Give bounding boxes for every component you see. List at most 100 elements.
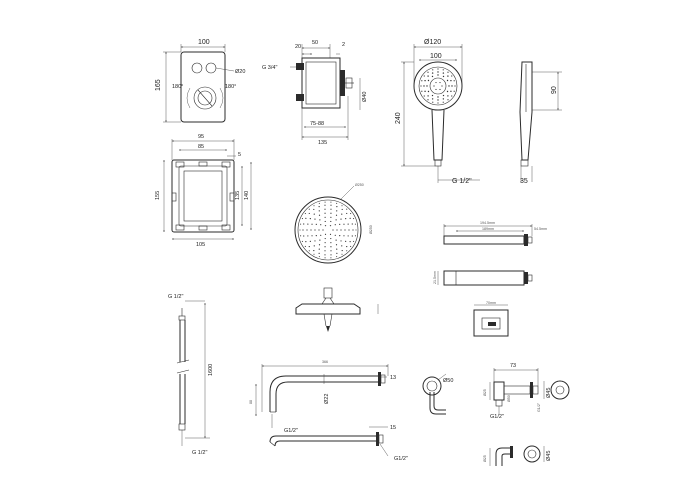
spout-end-label: 54.5mm — [534, 227, 547, 231]
nozzle-dot — [318, 252, 320, 254]
nozzle-dot — [330, 220, 332, 223]
nozzle-dot — [437, 68, 439, 70]
front-105-label: 105 — [196, 242, 205, 248]
nozzle-dot — [341, 253, 343, 255]
nozzle-dot — [336, 252, 338, 254]
nozzle-dot — [324, 250, 326, 252]
nozzle-dot — [453, 90, 455, 92]
mixer-width-label: 100 — [198, 39, 210, 46]
spout-height-label: 21.5mm — [433, 271, 437, 284]
nozzle-dot — [431, 75, 434, 78]
nozzle-dot — [307, 235, 309, 237]
nozzle-dot — [347, 235, 349, 237]
box-2-label: 2 — [342, 42, 345, 48]
box-front-drawing — [163, 139, 252, 240]
nozzle-dot — [304, 212, 306, 215]
arm-thread-b-label: G1/2" — [394, 456, 408, 462]
nozzle-dot — [421, 90, 423, 92]
nozzle-dot — [431, 98, 434, 100]
nozzle-dot — [318, 248, 320, 250]
elbow-thread-side-label: G1/2" — [537, 402, 541, 412]
nozzle-dot — [334, 234, 336, 236]
nozzle-dot — [311, 235, 313, 237]
nozzle-dot — [324, 246, 326, 248]
arm-13-label: 13 — [390, 375, 396, 381]
nozzle-dot — [353, 240, 355, 242]
nozzle-dot — [346, 250, 348, 252]
box-20-label: 20 — [295, 44, 301, 50]
nozzle-dot — [341, 213, 343, 215]
angle-left-label: 180° — [172, 84, 183, 90]
wall-flange-drawing — [422, 373, 447, 415]
nozzle-dot — [446, 79, 449, 82]
nozzle-dot — [340, 218, 342, 220]
nozzle-dot — [315, 223, 317, 225]
nozzle-dot — [335, 219, 337, 221]
bath-spout-drawing — [437, 224, 533, 337]
nozzle-dot — [435, 81, 437, 84]
nozzle-dot — [341, 245, 343, 247]
arm-drop-label: 88 — [249, 400, 253, 404]
nozzle-dot — [453, 80, 455, 82]
nozzle-dot — [349, 241, 351, 243]
nozzle-dot — [437, 96, 439, 98]
arm-15-label: 15 — [390, 425, 396, 431]
nozzle-dot — [314, 229, 316, 231]
nozzle-dot — [324, 216, 326, 218]
nozzle-dot — [330, 216, 332, 218]
nozzle-dot — [354, 235, 356, 237]
nozzle-dot — [423, 95, 425, 97]
nozzle-dot — [319, 219, 321, 221]
nozzle-dot — [324, 242, 326, 244]
hose-thread-bottom-label: G 1/2" — [192, 450, 207, 456]
nozzle-dot — [423, 75, 425, 77]
flange-diameter-label: Ø50 — [443, 378, 453, 384]
nozzle-dot — [346, 208, 348, 210]
nozzle-dot — [346, 212, 348, 215]
hose-drawing — [176, 300, 210, 446]
nozzle-dot — [421, 80, 423, 82]
nozzle-dot — [439, 88, 441, 91]
nozzle-dot — [303, 235, 305, 237]
nozzle-dot — [330, 257, 332, 259]
box-50-label: 50 — [312, 40, 318, 46]
nozzle-dot — [335, 239, 337, 241]
nozzle-dot — [318, 256, 320, 258]
nozzle-dot — [308, 208, 310, 210]
nozzle-dot — [450, 90, 452, 93]
nozzle-dot — [330, 204, 332, 206]
hose-length-label: 1600 — [208, 364, 214, 376]
nozzle-dot — [322, 229, 324, 231]
nozzle-dot — [313, 205, 315, 207]
nozzle-dot — [435, 88, 437, 91]
nozzle-dot — [313, 249, 315, 252]
nozzle-dot — [330, 212, 332, 214]
nozzle-dot — [305, 217, 307, 219]
hand-diameter-label: Ø120 — [424, 39, 441, 46]
nozzle-dot — [330, 246, 332, 248]
spout-inner-length-label: 189mm — [482, 227, 494, 231]
box-thread-label: G 3/4" — [262, 65, 277, 71]
nozzle-dot — [431, 94, 434, 97]
nozzle-dot — [451, 75, 453, 77]
nozzle-dot — [427, 90, 430, 93]
nozzle-dot — [450, 79, 452, 82]
hand-width-label: 100 — [430, 53, 442, 60]
nozzle-dot — [313, 253, 315, 255]
nozzle-dot — [302, 229, 304, 231]
nozzle-dot — [307, 223, 309, 225]
elbow-d25b-label: Ø25 — [483, 455, 487, 462]
nozzle-dot — [330, 208, 332, 210]
nozzle-dot — [301, 218, 303, 220]
nozzle-dot — [350, 245, 352, 248]
nozzle-dot — [313, 208, 315, 211]
nozzle-dot — [354, 223, 356, 225]
nozzle-dot — [324, 254, 326, 256]
nozzle-dot — [343, 235, 345, 237]
nozzle-dot — [341, 205, 343, 207]
nozzle-dot — [330, 242, 332, 244]
rain-shower-top-drawing — [294, 185, 362, 264]
nozzle-dot — [324, 208, 326, 210]
elbow-d45b-label: Ø45 — [546, 451, 552, 461]
nozzle-dot — [439, 81, 441, 84]
